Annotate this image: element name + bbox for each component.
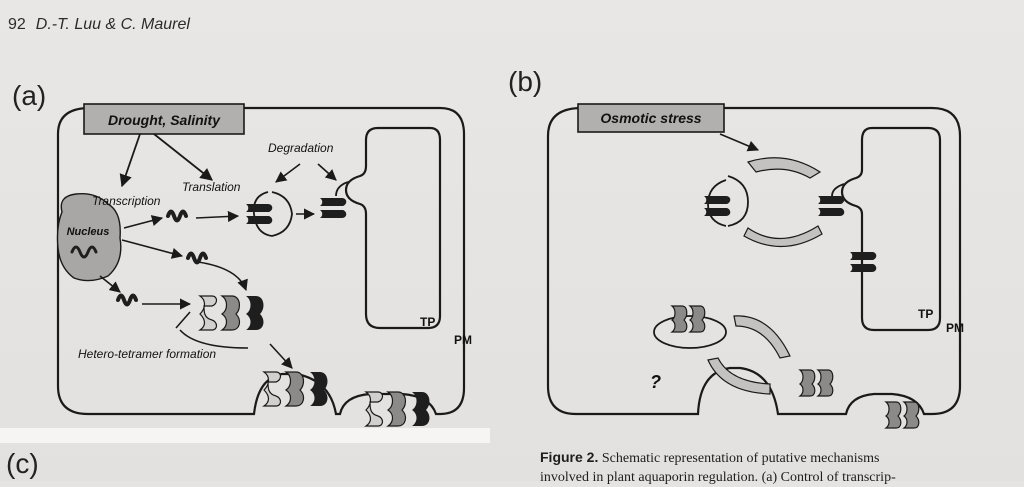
tp-label-a: TP (420, 315, 435, 329)
stress-box-a (83, 103, 245, 135)
tonoplast-b (840, 126, 942, 332)
figure-break-strip (0, 428, 490, 443)
degradation-label: Degradation (268, 141, 334, 155)
stress-box-b (577, 103, 725, 133)
tonoplast-a (344, 126, 442, 330)
page-number: 92 (8, 16, 26, 33)
stress-label-a: Drought, Salinity (108, 112, 221, 128)
caption-line-1: Schematic representation of putative mec… (601, 451, 880, 466)
figure-label: Figure 2. (540, 449, 599, 465)
nucleus-label: Nucleus (67, 226, 110, 238)
page-header: 92 D.-T. Luu & C. Maurel (8, 16, 190, 34)
translation-label: Translation (182, 180, 241, 194)
hetero-tetramer-label: Hetero-tetramer formation (78, 347, 216, 361)
nucleus (56, 193, 122, 282)
pm-label-a: PM (454, 333, 472, 347)
stress-label-b: Osmotic stress (600, 110, 701, 126)
caption-line-2: involved in plant aquaporin regulation. … (540, 470, 896, 485)
plasma-membrane-b (546, 106, 962, 416)
plasma-membrane-a (56, 106, 466, 416)
question-mark: ? (650, 372, 661, 392)
panel-label-b: (b) (508, 66, 543, 97)
transcription-label: Transcription (92, 194, 161, 208)
panel-label-c: (c) (6, 448, 39, 479)
panel-label-a: (a) (12, 80, 47, 111)
panel-b (546, 103, 962, 429)
tp-label-b: TP (918, 307, 933, 321)
figure-caption: Figure 2. Schematic representation of pu… (540, 448, 1020, 487)
pm-label-b: PM (946, 321, 964, 335)
panel-a (56, 103, 466, 427)
authors: D.-T. Luu & C. Maurel (35, 16, 190, 33)
